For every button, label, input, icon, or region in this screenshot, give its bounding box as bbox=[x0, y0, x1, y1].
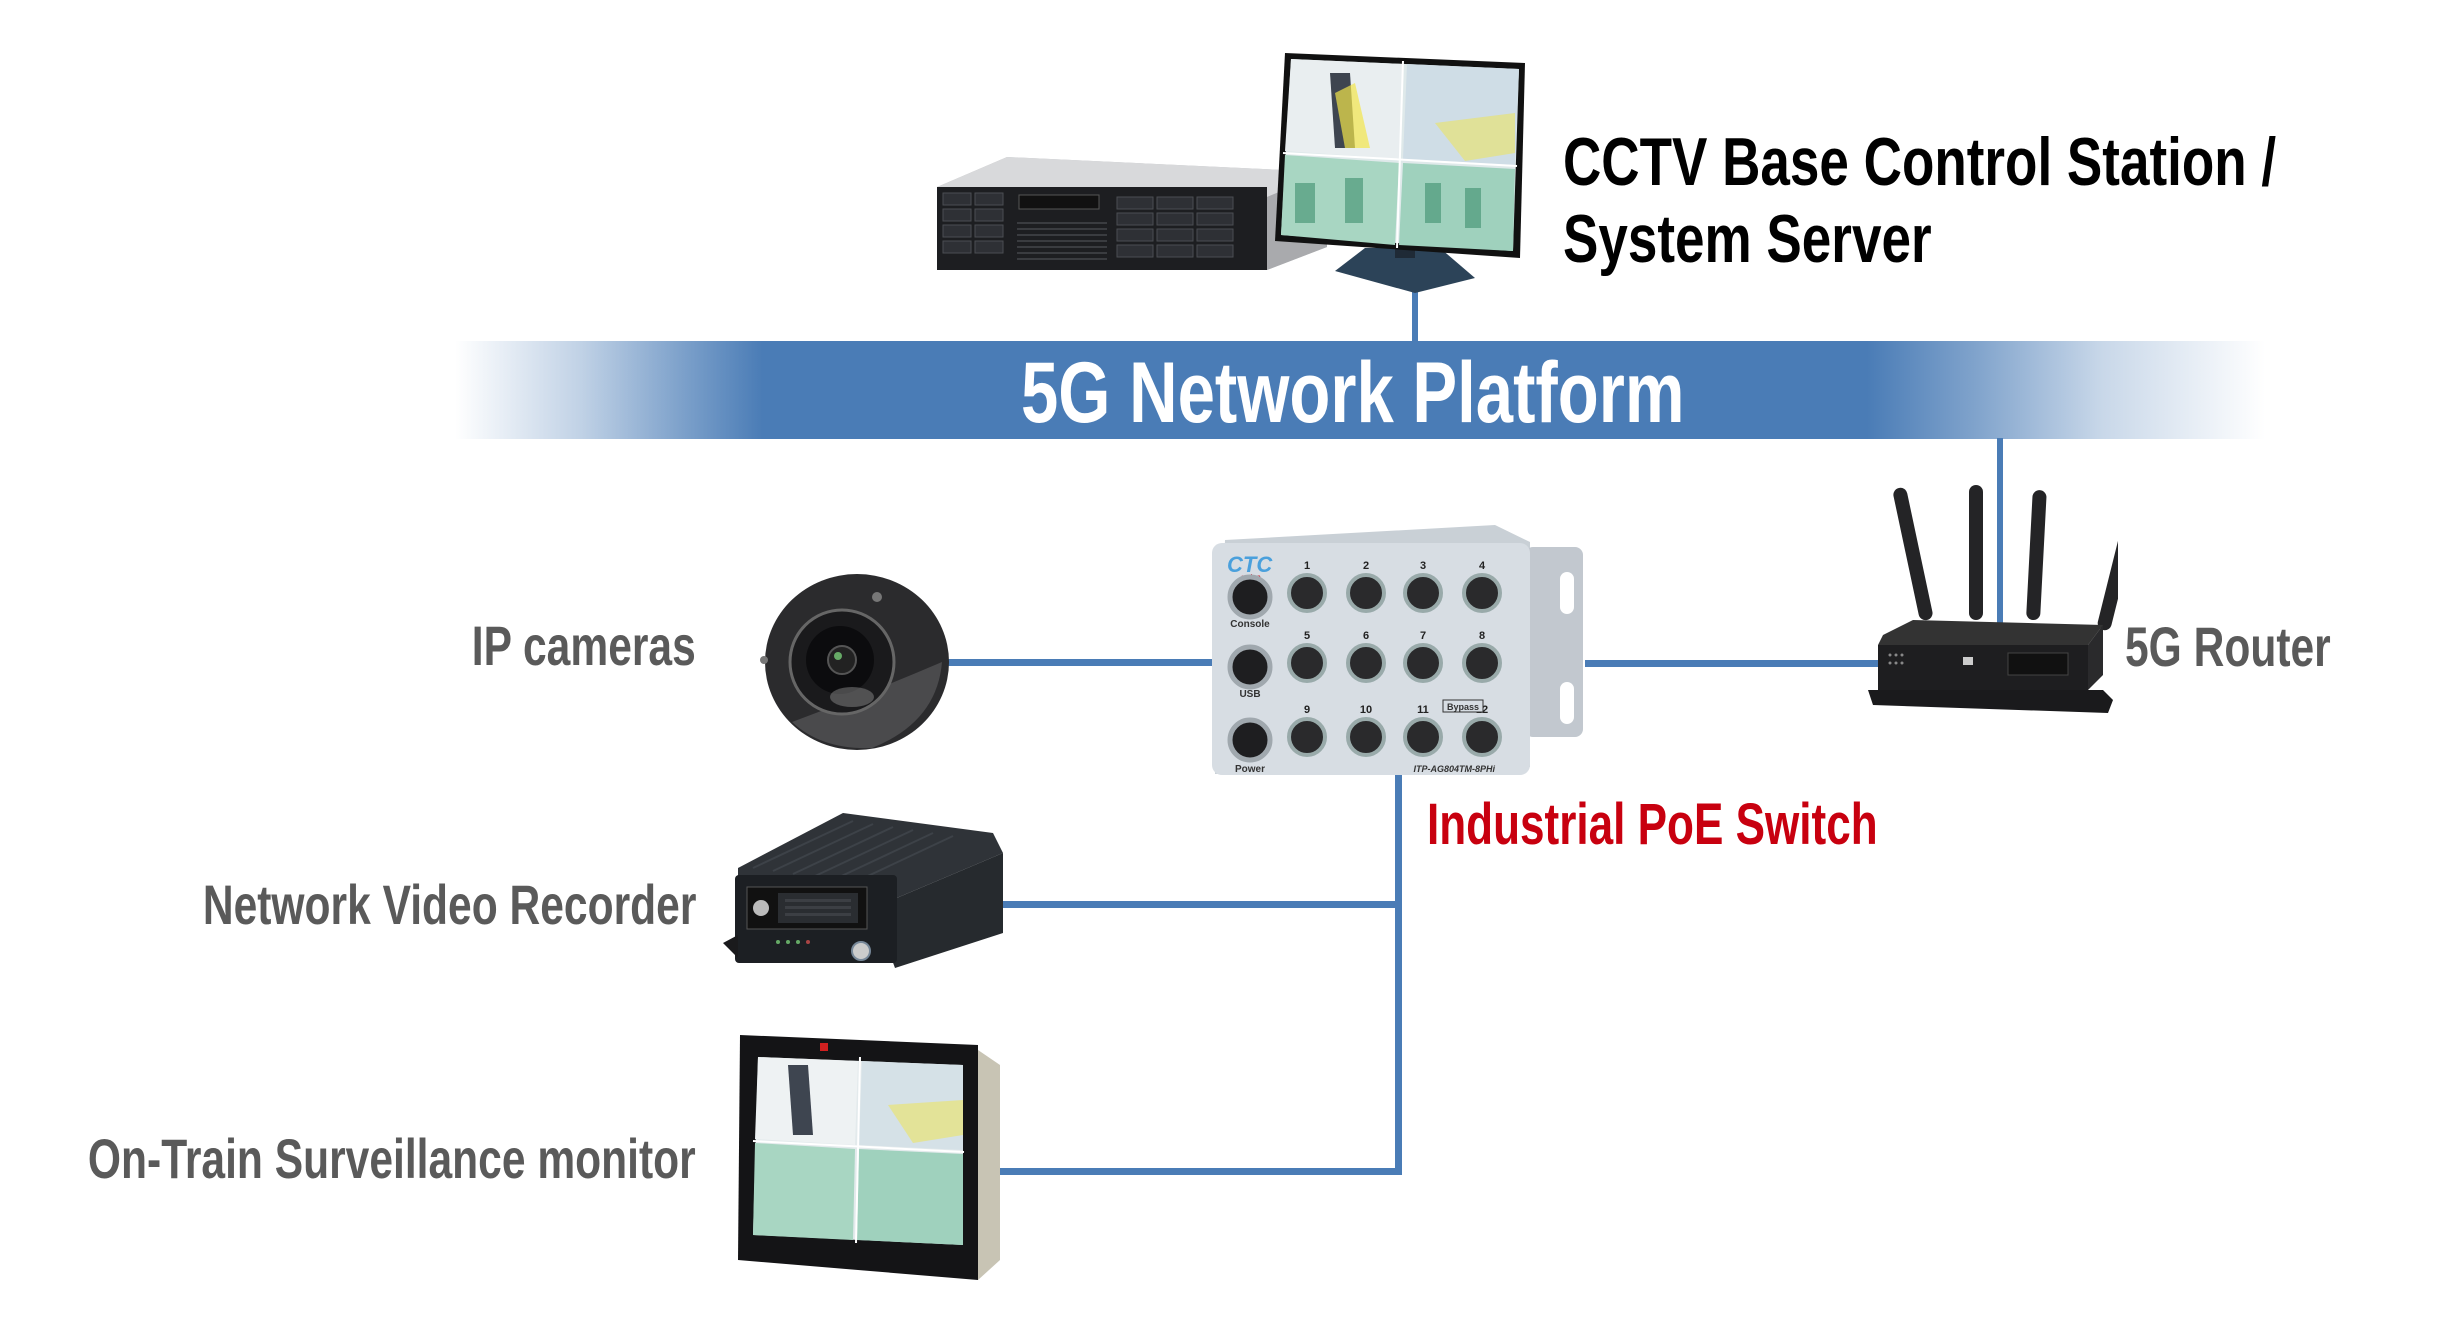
switch-port-number: 6 bbox=[1363, 630, 1369, 642]
switch-label: Industrial PoE Switch bbox=[1427, 792, 1878, 857]
switch-port-number: 1 bbox=[1304, 560, 1310, 572]
switch-port-number: 4 bbox=[1479, 560, 1486, 572]
switch-port-8 bbox=[1462, 643, 1502, 683]
network-platform-band bbox=[455, 341, 2265, 439]
console-port-label: Console bbox=[1230, 619, 1270, 630]
panel-monitor-icon bbox=[738, 1035, 1002, 1280]
connector-switch-trunk bbox=[1395, 775, 1402, 1175]
switch-model: ITP-AG804TM-8PHi bbox=[1413, 764, 1495, 774]
connector-monitor-to-band bbox=[1412, 288, 1418, 342]
switch-port-number: 5 bbox=[1304, 630, 1310, 642]
switch-port-1 bbox=[1287, 573, 1327, 613]
title-line-2: System Server bbox=[1563, 201, 1932, 277]
switch-port-12 bbox=[1462, 717, 1502, 757]
switch-port-2 bbox=[1346, 573, 1386, 613]
router-label: 5G Router bbox=[2125, 615, 2331, 678]
connector-trunk-to-train-monitor bbox=[981, 1168, 1402, 1175]
title-line-1: CCTV Base Control Station / bbox=[1563, 124, 2277, 200]
switch-port-number: 11 bbox=[1417, 704, 1429, 716]
switch-port-number: 9 bbox=[1304, 704, 1310, 716]
router-icon bbox=[1868, 485, 2138, 720]
switch-brand: CTC bbox=[1227, 552, 1273, 577]
train-monitor-label: On-Train Surveillance monitor bbox=[88, 1127, 696, 1190]
switch-port-3 bbox=[1403, 573, 1443, 613]
switch-port-9 bbox=[1287, 717, 1327, 757]
nvr-icon bbox=[723, 813, 1005, 969]
usb-port-label: USB bbox=[1239, 689, 1260, 700]
switch-aux-port bbox=[1227, 644, 1273, 690]
nvr-label: Network Video Recorder bbox=[202, 873, 696, 936]
switch-port-number: 3 bbox=[1420, 560, 1426, 572]
connector-trunk-to-nvr bbox=[997, 901, 1402, 908]
dome-camera-icon bbox=[752, 572, 950, 750]
connector-switch-to-router bbox=[1585, 660, 1880, 667]
switch-aux-port bbox=[1227, 717, 1273, 763]
switch-port-4 bbox=[1462, 573, 1502, 613]
power-port-label: Power bbox=[1235, 764, 1265, 775]
switch-port-number: 8 bbox=[1479, 630, 1485, 642]
ip-cameras-label: IP cameras bbox=[471, 614, 696, 677]
poe-switch-icon: CTC union 123456789101112 Console USB Po… bbox=[1205, 522, 1590, 780]
switch-port-11 bbox=[1403, 717, 1443, 757]
rack-server-icon bbox=[937, 157, 1327, 270]
switch-port-number: 10 bbox=[1360, 704, 1372, 716]
connector-router-to-band bbox=[1997, 438, 2003, 628]
network-platform-label: 5G Network Platform bbox=[1021, 345, 1685, 441]
bypass-label: Bypass bbox=[1447, 702, 1479, 712]
desktop-monitor-icon bbox=[1275, 53, 1525, 293]
switch-port-7 bbox=[1403, 643, 1443, 683]
switch-port-number: 2 bbox=[1363, 560, 1369, 572]
switch-aux-port bbox=[1227, 574, 1273, 620]
switch-port-6 bbox=[1346, 643, 1386, 683]
switch-port-number: 7 bbox=[1420, 630, 1426, 642]
connector-camera-to-switch bbox=[946, 659, 1214, 666]
switch-port-10 bbox=[1346, 717, 1386, 757]
switch-port-5 bbox=[1287, 643, 1327, 683]
